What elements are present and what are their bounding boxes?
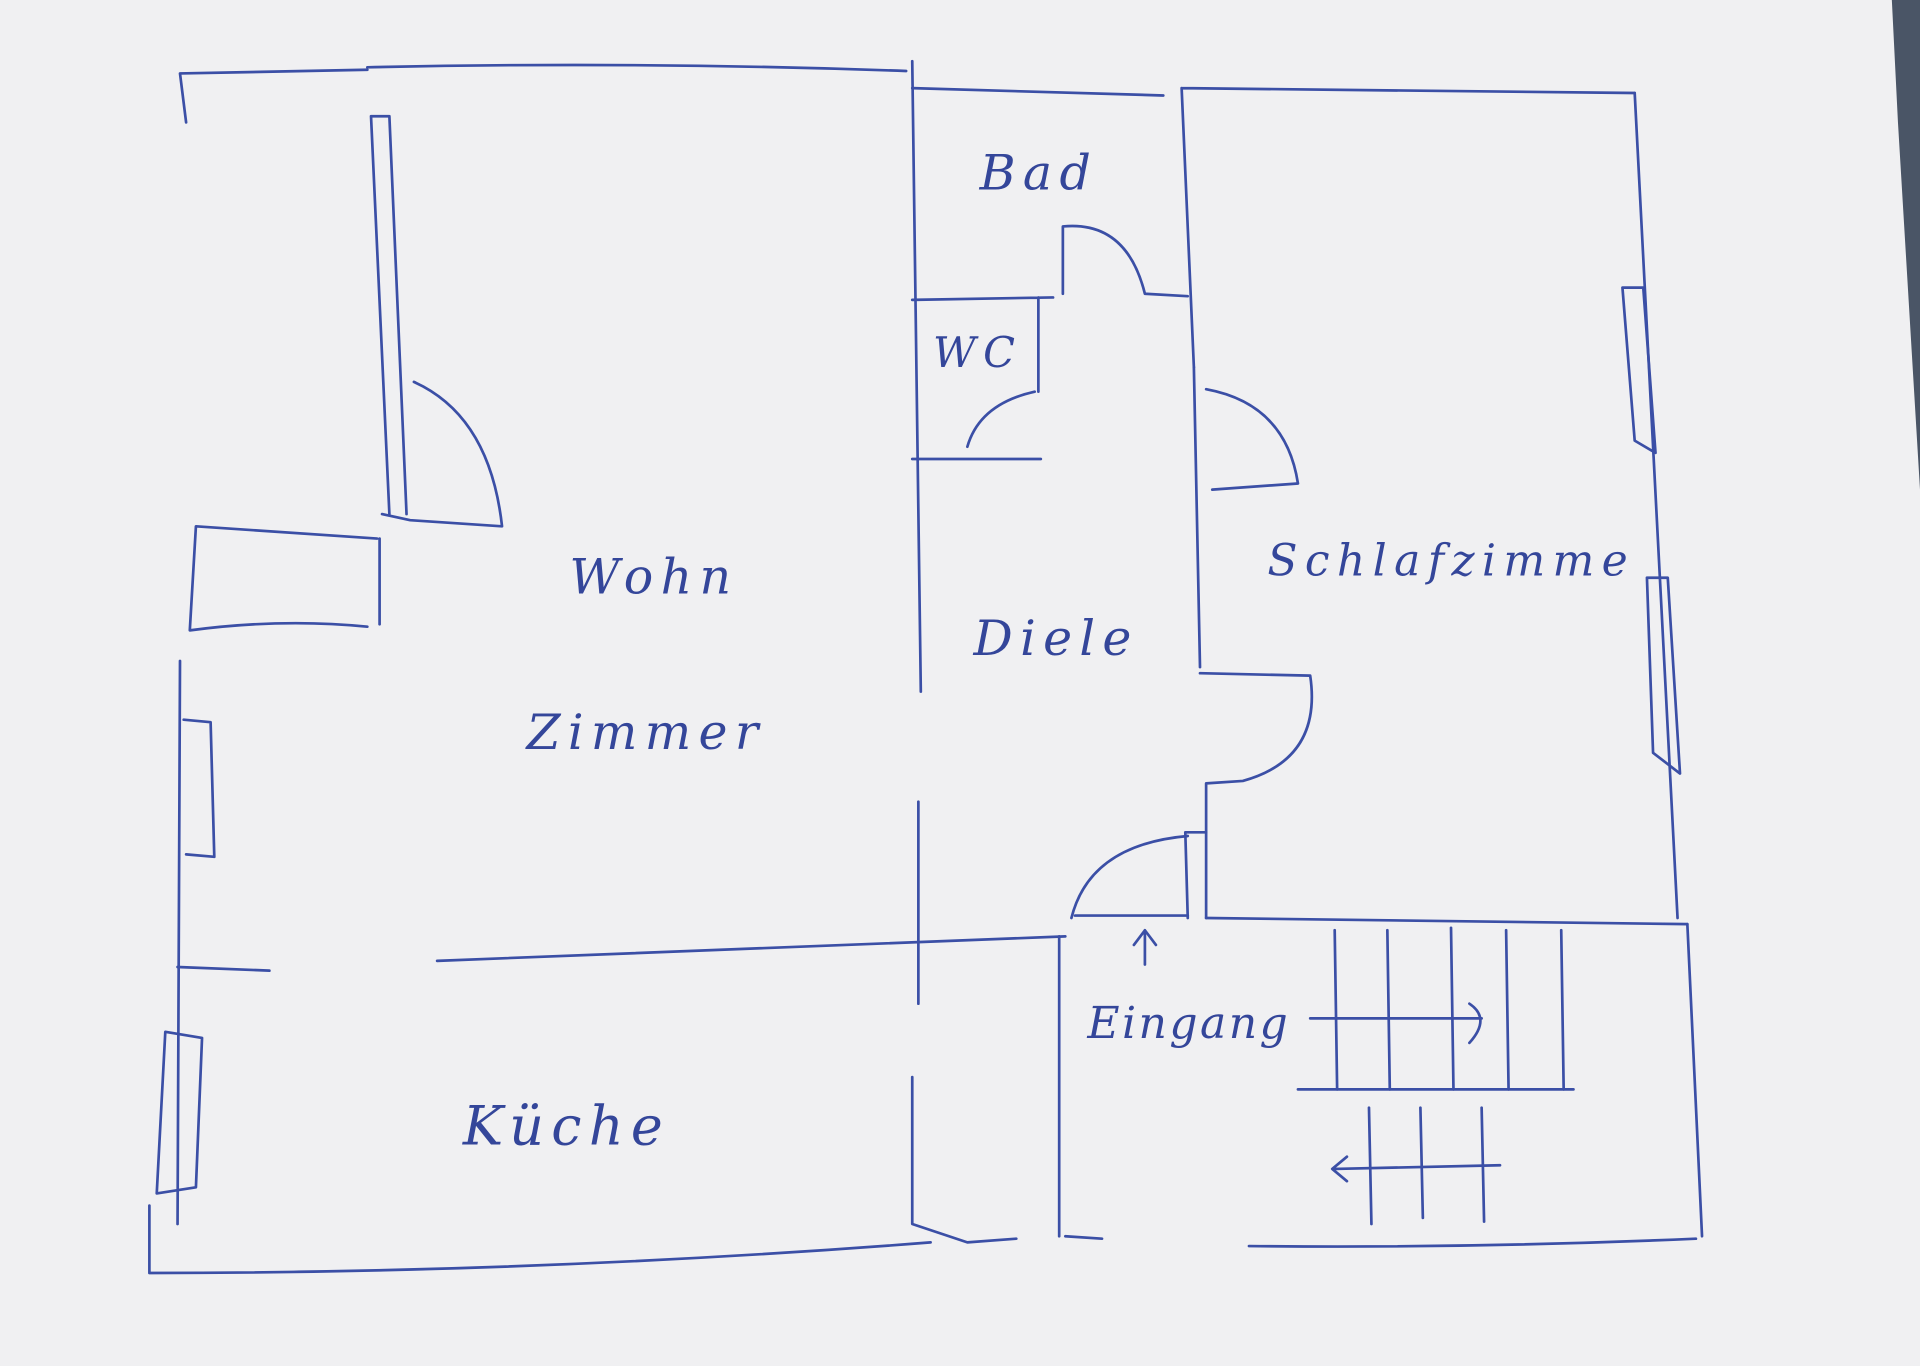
staircase [1296, 926, 1575, 1226]
label-wohn: Wohn [569, 549, 738, 606]
window-right-2 [1645, 576, 1682, 775]
window-left-1 [182, 718, 216, 859]
window-right-1 [1621, 286, 1657, 455]
wall-strip [369, 114, 408, 516]
label-kueche: Küche [462, 1094, 670, 1157]
walls [148, 59, 1704, 1275]
window-left-2 [155, 1030, 204, 1195]
stair-arrow-left-icon [1330, 1155, 1502, 1183]
door-arc-diele [1198, 671, 1314, 920]
door-arc-bad [1061, 224, 1190, 298]
stair-arrow-right-icon [1308, 1002, 1483, 1045]
room-labels: Bad WC Wohn Zimmer Diele Schlafzimme Ein… [462, 145, 1635, 1158]
label-bad: Bad [979, 145, 1099, 202]
label-diele: Diele [972, 610, 1138, 667]
door-arc-wc [966, 390, 1037, 449]
door-arc-schlafzimmer [1204, 387, 1300, 491]
entrance-arrow-icon [1132, 928, 1158, 966]
door-arc-wohnzimmer [380, 380, 504, 528]
label-eingang: Eingang [1086, 998, 1290, 1049]
label-schlafzimmer: Schlafzimme [1267, 535, 1635, 586]
door-arc-eingang [1070, 834, 1190, 920]
label-zimmer: Zimmer [525, 704, 766, 761]
label-wc: WC [933, 328, 1022, 377]
